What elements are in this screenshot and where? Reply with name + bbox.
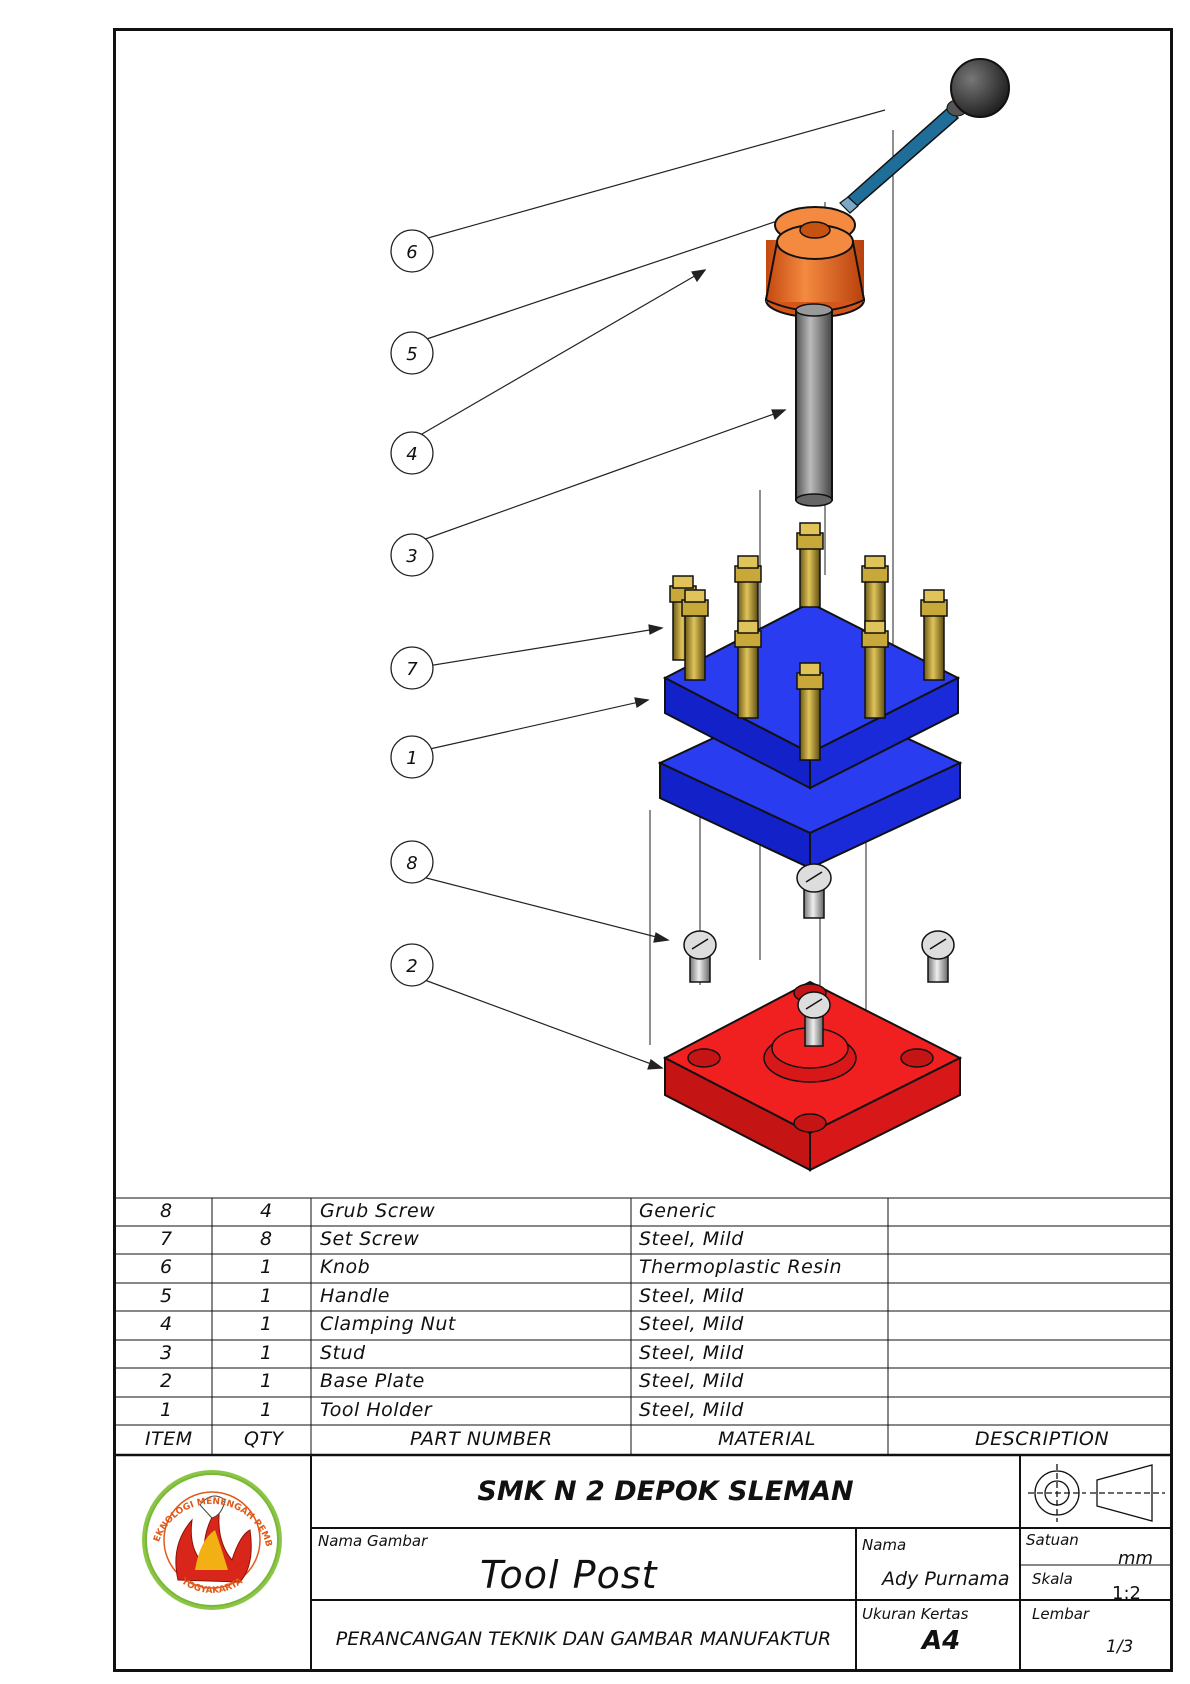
bom-item: 8	[160, 1200, 173, 1222]
balloon-label: 5	[406, 344, 417, 365]
drawing-title: Tool Post	[480, 1553, 658, 1597]
bom-material: Steel, Mild	[639, 1313, 744, 1335]
bom-header-description: DESCRIPTION	[975, 1428, 1110, 1450]
clamping-nut	[764, 206, 866, 318]
drawing-title-label: Nama Gambar	[318, 1532, 428, 1550]
bom-header-qty: QTY	[244, 1428, 284, 1450]
bom-item: 3	[160, 1342, 173, 1364]
scale-label: Skala	[1032, 1570, 1073, 1588]
bom-part-number: Knob	[320, 1256, 371, 1278]
balloon-2	[390, 943, 434, 987]
bom-qty: 1	[260, 1313, 273, 1335]
grub-screws	[683, 863, 955, 983]
sheet-value: 1/3	[1106, 1637, 1134, 1657]
paper-size-value: A4	[922, 1626, 961, 1656]
bom-header-item: ITEM	[145, 1428, 193, 1450]
bom-qty: 1	[260, 1285, 273, 1307]
balloon-7	[390, 646, 434, 690]
bom-part-number: Clamping Nut	[320, 1313, 456, 1335]
bom-qty: 1	[260, 1256, 273, 1278]
designer-name: Ady Purnama	[882, 1568, 1010, 1590]
balloon-5	[390, 331, 434, 375]
balloon-4	[390, 431, 434, 475]
bom-material: Steel, Mild	[639, 1228, 744, 1250]
bom-item: 5	[160, 1285, 173, 1307]
bom-header-part-number: PART NUMBER	[410, 1428, 553, 1450]
balloon-label: 7	[406, 659, 418, 680]
bom-part-number: Stud	[320, 1342, 366, 1364]
base-plate	[662, 980, 963, 1172]
unit-value: mm	[1118, 1548, 1154, 1569]
bom-qty: 8	[260, 1228, 273, 1250]
balloon-label: 6	[406, 242, 417, 263]
balloon-3	[390, 533, 434, 577]
bom-grid	[113, 1197, 1170, 1457]
bom-material: Steel, Mild	[639, 1399, 744, 1421]
sheet-label: Lembar	[1032, 1605, 1090, 1623]
bom-item: 6	[160, 1256, 173, 1278]
course-name: PERANCANGAN TEKNIK DAN GAMBAR MANUFAKTUR	[335, 1628, 832, 1650]
bom-item: 2	[160, 1370, 173, 1392]
bom-material: Steel, Mild	[639, 1370, 744, 1392]
bom-material: Generic	[639, 1200, 717, 1222]
bom-item: 1	[160, 1399, 173, 1421]
bom-qty: 1	[260, 1342, 273, 1364]
logo-text-top: SEKOLAH TEKNOLOGI MENENGAH PEMBANGUNAN	[0, 0, 273, 1548]
designer-label: Nama	[862, 1536, 907, 1554]
balloon-label: 4	[406, 444, 417, 465]
bom-part-number: Tool Holder	[320, 1399, 433, 1421]
balloon-label: 1	[406, 748, 417, 769]
balloons	[390, 229, 434, 987]
balloon-6	[390, 229, 434, 273]
bom-part-number: Grub Screw	[320, 1200, 436, 1222]
bom-qty: 4	[260, 1200, 273, 1222]
paper-size-label: Ukuran Kertas	[862, 1605, 969, 1623]
title-block-grid	[310, 1455, 1170, 1672]
svg-text:SEKOLAH TEKNOLOGI MENENGAH PEM: SEKOLAH TEKNOLOGI MENENGAH PEMBANGUNAN	[0, 0, 273, 1548]
bom-header-material: MATERIAL	[718, 1428, 817, 1450]
leader-lines	[402, 109, 886, 1070]
stud	[795, 303, 833, 507]
balloon-8	[390, 840, 434, 884]
bom-part-number: Handle	[320, 1285, 391, 1307]
school-name: SMK N 2 DEPOK SLEMAN	[477, 1476, 854, 1507]
unit-label: Satuan	[1026, 1531, 1079, 1549]
bom-item: 7	[160, 1228, 173, 1250]
scale-value: 1:2	[1112, 1583, 1141, 1604]
bom-material: Steel, Mild	[639, 1342, 744, 1364]
knob	[950, 58, 1010, 118]
bom-qty: 1	[260, 1399, 273, 1421]
bom-qty: 1	[260, 1370, 273, 1392]
bom-material: Steel, Mild	[639, 1285, 744, 1307]
bom-item: 4	[160, 1313, 173, 1335]
drawing-frame	[113, 28, 1173, 1672]
balloon-label: 3	[406, 546, 417, 567]
handle-assembly	[839, 58, 1010, 214]
bom-material: Thermoplastic Resin	[639, 1256, 842, 1278]
projection-symbol-icon	[1028, 1464, 1165, 1522]
bom-part-number: Base Plate	[320, 1370, 425, 1392]
balloon-label: 8	[406, 853, 417, 874]
balloon-1	[390, 735, 434, 779]
balloon-label: 2	[406, 956, 417, 977]
set-screws	[669, 522, 948, 761]
bom-part-number: Set Screw	[320, 1228, 420, 1250]
